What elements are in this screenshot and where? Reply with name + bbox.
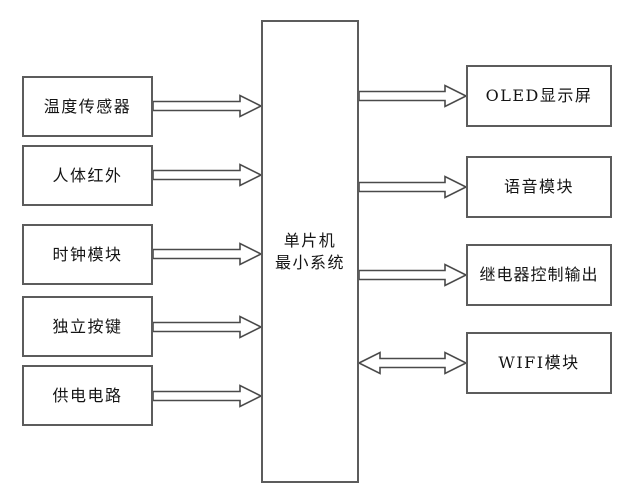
node-label: 供电电路: [52, 385, 123, 405]
node-label: 语音模块: [503, 177, 574, 196]
node-label: 温度传感器: [43, 96, 132, 116]
arrow-mcu-to-relay: [358, 263, 468, 287]
arrow-mcu-to-voice: [358, 175, 468, 199]
arrow-infrared-to-mcu: [152, 163, 263, 187]
arrow-mcu-wifi-bidirectional: [357, 351, 468, 375]
node-label: 时钟模块: [52, 244, 123, 264]
node-relay-control-output: 继电器控制输出: [466, 244, 612, 306]
arrow-power-to-mcu: [152, 384, 263, 408]
node-label: WIFI模块: [498, 353, 580, 372]
node-label-line2: 最小系统: [274, 252, 345, 272]
node-label: 继电器控制输出: [479, 265, 599, 284]
node-human-infrared: 人体红外: [22, 145, 153, 206]
arrow-keys-to-mcu: [152, 315, 263, 339]
node-independent-keys: 独立按键: [22, 296, 153, 357]
node-label: 人体红外: [52, 165, 123, 185]
node-label-line1: 单片机: [283, 230, 337, 250]
node-oled-display: OLED显示屏: [466, 65, 612, 127]
node-label: OLED显示屏: [485, 86, 593, 105]
node-wifi-module: WIFI模块: [466, 332, 612, 394]
node-temperature-sensor: 温度传感器: [22, 76, 153, 137]
arrow-clock-to-mcu: [152, 242, 263, 266]
node-clock-module: 时钟模块: [22, 224, 153, 285]
node-power-supply-circuit: 供电电路: [22, 365, 153, 426]
node-voice-module: 语音模块: [466, 156, 612, 218]
arrow-temp-to-mcu: [152, 94, 263, 118]
node-mcu-minimum-system: 单片机 最小系统: [261, 20, 359, 483]
arrow-mcu-to-oled: [358, 84, 468, 108]
node-label: 独立按键: [52, 316, 123, 336]
